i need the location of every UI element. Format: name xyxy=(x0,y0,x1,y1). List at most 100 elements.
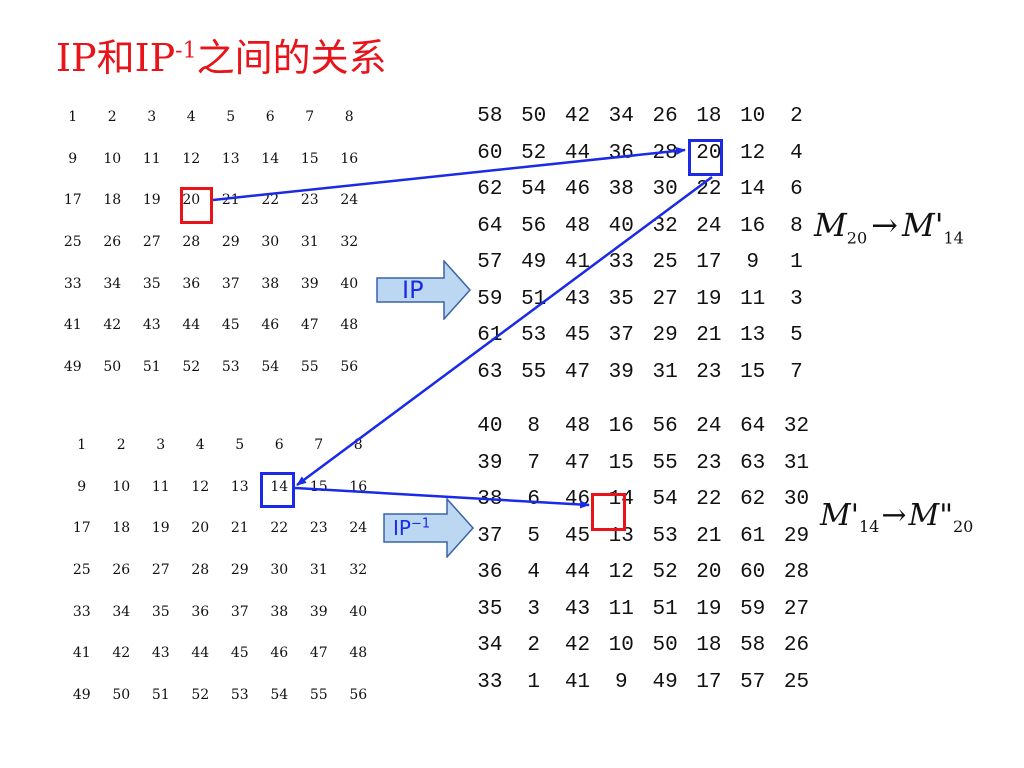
grid-cell: 3 xyxy=(156,437,166,453)
ip-arrow: IP xyxy=(376,259,472,321)
grid-cell: 23 xyxy=(309,520,328,537)
grid-cell: 58 xyxy=(477,105,503,128)
grid-cell: 9 xyxy=(746,251,759,274)
grid-cell: 64 xyxy=(477,214,503,238)
ip-arrow-label: IP xyxy=(402,276,424,304)
grid-cell: 55 xyxy=(652,451,678,475)
grid-cell: 6 xyxy=(274,437,284,453)
grid-cell: 21 xyxy=(696,524,722,548)
grid-cell: 15 xyxy=(309,478,328,495)
grid-cell: 26 xyxy=(783,634,810,657)
grid-cell: 54 xyxy=(652,488,678,511)
grid-cell: 57 xyxy=(740,670,766,694)
grid-cell: 13 xyxy=(221,150,240,167)
grid-cell: 48 xyxy=(349,645,368,662)
grid-cell: 52 xyxy=(191,687,210,704)
grid-cell: 13 xyxy=(230,478,249,495)
grid-cell: 42 xyxy=(112,645,131,662)
grid-cell: 45 xyxy=(230,645,249,662)
grid-cell: 45 xyxy=(221,317,240,334)
grid-cell: 31 xyxy=(300,234,319,251)
grid-cell: 43 xyxy=(151,645,170,662)
grid-cell: 21 xyxy=(696,324,722,347)
grid-cell: 10 xyxy=(608,634,634,657)
title-rest: 之间的关系 xyxy=(196,36,387,80)
grid-cell: 9 xyxy=(614,670,628,694)
grid-cell: 24 xyxy=(696,214,722,238)
grid-cell: 3 xyxy=(147,109,157,125)
grid-cell: 4 xyxy=(790,141,803,165)
grid-cell: 11 xyxy=(608,597,634,621)
grid-cell: 12 xyxy=(608,561,634,584)
grid-cell: 2 xyxy=(107,109,117,125)
formula2-b-sub: 20 xyxy=(953,517,974,536)
grid-cell: 22 xyxy=(696,178,722,201)
grid-cell: 7 xyxy=(314,437,324,453)
grid-cell: 59 xyxy=(477,287,503,311)
ip-inverse-arrow-label: IP−1 xyxy=(393,516,430,540)
grid-cell: 26 xyxy=(103,234,122,251)
grid-cell: 15 xyxy=(740,360,766,384)
grid-cell: 51 xyxy=(142,359,161,376)
grid-cell: 54 xyxy=(261,359,280,376)
formula2-a-prime: ' xyxy=(850,498,859,533)
grid-cell: 53 xyxy=(521,324,547,347)
grid-cell: 17 xyxy=(72,520,91,537)
grid-cell: 47 xyxy=(564,360,591,384)
grid-cell: 31 xyxy=(309,562,328,579)
grid-cell: 34 xyxy=(112,603,131,620)
grid-cell: 49 xyxy=(521,251,547,274)
grid-cell: 10 xyxy=(103,150,122,167)
formula2-a: M xyxy=(820,498,851,533)
grid-cell: 34 xyxy=(477,634,503,657)
grid-cell: 28 xyxy=(182,234,201,251)
grid-cell: 50 xyxy=(112,687,131,704)
grid-cell: 62 xyxy=(477,178,503,201)
grid-cell: 60 xyxy=(477,141,503,165)
grid-cell: 8 xyxy=(344,109,354,125)
grid-cell: 36 xyxy=(182,275,201,292)
grid-cell: 58 xyxy=(740,634,766,657)
grid-cell: 45 xyxy=(564,524,591,548)
grid-cell: 24 xyxy=(349,520,368,537)
grid-cell: 42 xyxy=(103,317,122,334)
grid-cell: 29 xyxy=(230,562,249,579)
grid-cell: 49 xyxy=(63,359,82,376)
grid-cell: 9 xyxy=(68,150,78,167)
formula1-b-sub: 14 xyxy=(943,228,964,248)
grid-cell: 51 xyxy=(151,687,170,704)
formula2-arrow: → xyxy=(881,498,907,533)
grid-cell: 11 xyxy=(151,478,170,495)
grid-cell: 35 xyxy=(142,275,161,292)
grid-cell: 18 xyxy=(696,634,722,657)
grid-cell: 19 xyxy=(696,597,722,621)
grid-cell: 63 xyxy=(740,451,766,475)
grid-cell: 46 xyxy=(270,645,289,662)
grid-cell: 11 xyxy=(142,150,161,167)
grid-cell: 22 xyxy=(696,488,722,511)
grid-cell: 29 xyxy=(783,524,810,548)
grid-cell: 33 xyxy=(608,251,634,274)
grid-cell: 38 xyxy=(608,178,634,201)
ip-inverse-label-sup: −1 xyxy=(410,516,431,532)
grid-cell: 21 xyxy=(221,192,240,209)
grid-cell: 25 xyxy=(652,251,678,274)
grid-cell: 37 xyxy=(608,324,634,347)
grid-cell: 61 xyxy=(477,324,503,347)
grid-cell: 44 xyxy=(191,645,210,662)
grid-cell: 6 xyxy=(790,178,803,201)
grid-cell: 2 xyxy=(527,634,540,657)
grid-cell: 35 xyxy=(608,287,634,311)
formula2-a-sub: 14 xyxy=(858,517,880,536)
grid-cell: 43 xyxy=(564,597,591,621)
grid-cell: 38 xyxy=(270,603,289,620)
grid-cell: 16 xyxy=(349,478,368,495)
grid-cell: 8 xyxy=(790,214,803,238)
grid-cell: 41 xyxy=(63,317,82,334)
grid-cell: 2 xyxy=(116,437,126,453)
grid-cell: 37 xyxy=(230,603,249,620)
grid-cell: 32 xyxy=(652,214,678,238)
grid-cell: 41 xyxy=(564,251,591,274)
